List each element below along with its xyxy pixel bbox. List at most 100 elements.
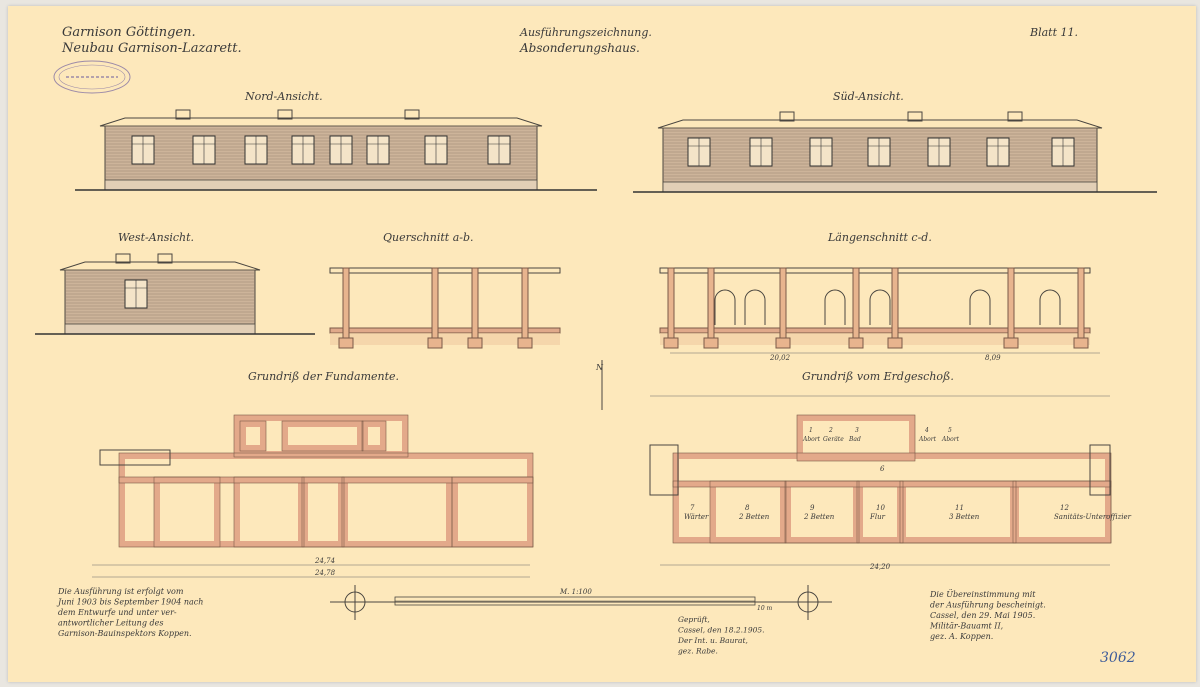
wall: [362, 421, 386, 451]
wall-section: [1007, 267, 1015, 339]
museum-stamp: [53, 60, 131, 94]
steps: [1089, 444, 1111, 496]
note-line: Der Int. u. Baurat,: [677, 636, 748, 645]
dim-ground-total: 24,20: [869, 563, 891, 571]
title-north-elevation: Nord-Ansicht.: [244, 90, 323, 103]
wall: [154, 477, 220, 547]
cross-section: [329, 267, 561, 349]
north-elevation: [75, 109, 597, 191]
archive-number: 3062: [1100, 650, 1136, 666]
title-foundation-plan: Grundriß der Fundamente.: [248, 370, 399, 383]
header-drawing-type: Ausführungszeichnung.: [519, 26, 652, 39]
wall: [282, 421, 363, 451]
svg-text:10 m: 10 m: [757, 605, 773, 612]
note-line: gez. A. Koppen.: [930, 632, 993, 641]
wall-section: [431, 267, 439, 339]
note-line: antwortlicher Leitung des: [58, 619, 163, 628]
dim-foundation-total: 24,74: [314, 557, 335, 565]
chimney: [779, 111, 795, 122]
wall: [900, 481, 1016, 543]
wall: [119, 477, 533, 547]
chimney: [115, 253, 131, 264]
wall: [857, 481, 903, 543]
wall-section: [852, 267, 860, 339]
title-ground-floor-plan: Grundriß vom Erdgeschoß.: [802, 370, 954, 383]
footing: [427, 337, 443, 349]
wall-section: [1077, 267, 1085, 339]
wall-section: [891, 267, 899, 339]
wall-section: [342, 267, 350, 339]
arched-opening: [744, 289, 766, 325]
footing: [467, 337, 483, 349]
room-label: 6: [880, 465, 885, 473]
note-line: Geprüft,: [678, 615, 710, 624]
note-line: gez. Rabe.: [678, 647, 718, 656]
header-building: Absonderungshaus.: [519, 41, 640, 55]
wall: [240, 421, 266, 451]
sheet-number: Blatt 11.: [1029, 26, 1078, 39]
footing: [1003, 337, 1019, 349]
architectural-drawing: Garnison Göttingen. Neubau Garnison-Laza…: [35, 25, 1157, 666]
dim-foundation-total2: 24,78: [314, 569, 336, 577]
wall: [1013, 481, 1111, 543]
footing: [338, 337, 354, 349]
drawing-sheet: Garnison Göttingen. Neubau Garnison-Laza…: [8, 6, 1196, 682]
west-elevation: [35, 253, 315, 335]
wall: [119, 453, 533, 483]
wall: [302, 477, 344, 547]
note-line: Garnison-Bauinspektors Koppen.: [58, 629, 192, 638]
footing: [703, 337, 719, 349]
note-line: Cassel, den 29. Mai 1905.: [930, 611, 1035, 620]
south-elevation: [633, 111, 1157, 193]
wall: [710, 481, 786, 543]
steps: [649, 444, 679, 496]
title-cross-section: Querschnitt a-b.: [383, 231, 474, 244]
chimney: [404, 109, 420, 120]
footing: [517, 337, 533, 349]
wall: [785, 481, 859, 543]
note-line: Die Ausführung ist erfolgt vom: [57, 587, 184, 596]
note-line: Cassel, den 18.2.1905.: [678, 626, 765, 635]
footing: [663, 337, 679, 349]
arched-opening: [969, 289, 991, 325]
long-section: [659, 267, 1091, 349]
arched-opening: [869, 289, 891, 325]
wall-section: [707, 267, 715, 339]
footing: [848, 337, 864, 349]
note-line: Juni 1903 bis September 1904 nach: [56, 598, 203, 607]
steps: [99, 449, 171, 466]
title-west-elevation: West-Ansicht.: [118, 231, 194, 244]
dim-section-a: 20,02: [769, 354, 791, 362]
chimney: [277, 109, 293, 120]
chimney: [1007, 111, 1023, 122]
wall-section: [779, 267, 787, 339]
footing: [775, 337, 791, 349]
note-line: der Ausführung bescheinigt.: [930, 601, 1046, 610]
north-arrow: N: [595, 360, 604, 410]
note-line: Militär-Bauamt II,: [929, 622, 1003, 631]
header-project: Neubau Garnison-Lazarett.: [61, 41, 242, 56]
scale-bar: M. 1:100 10 m: [330, 585, 832, 620]
footing: [887, 337, 903, 349]
wall: [452, 477, 533, 547]
header-garrison: Garnison Göttingen.: [62, 25, 196, 40]
chimney: [175, 109, 191, 120]
wall: [234, 477, 304, 547]
arched-opening: [714, 289, 736, 325]
arched-opening: [1039, 289, 1061, 325]
chimney: [907, 111, 923, 122]
svg-text:N: N: [595, 363, 604, 372]
title-south-elevation: Süd-Ansicht.: [833, 90, 904, 103]
wall: [673, 481, 1111, 543]
wall-section: [521, 267, 529, 339]
